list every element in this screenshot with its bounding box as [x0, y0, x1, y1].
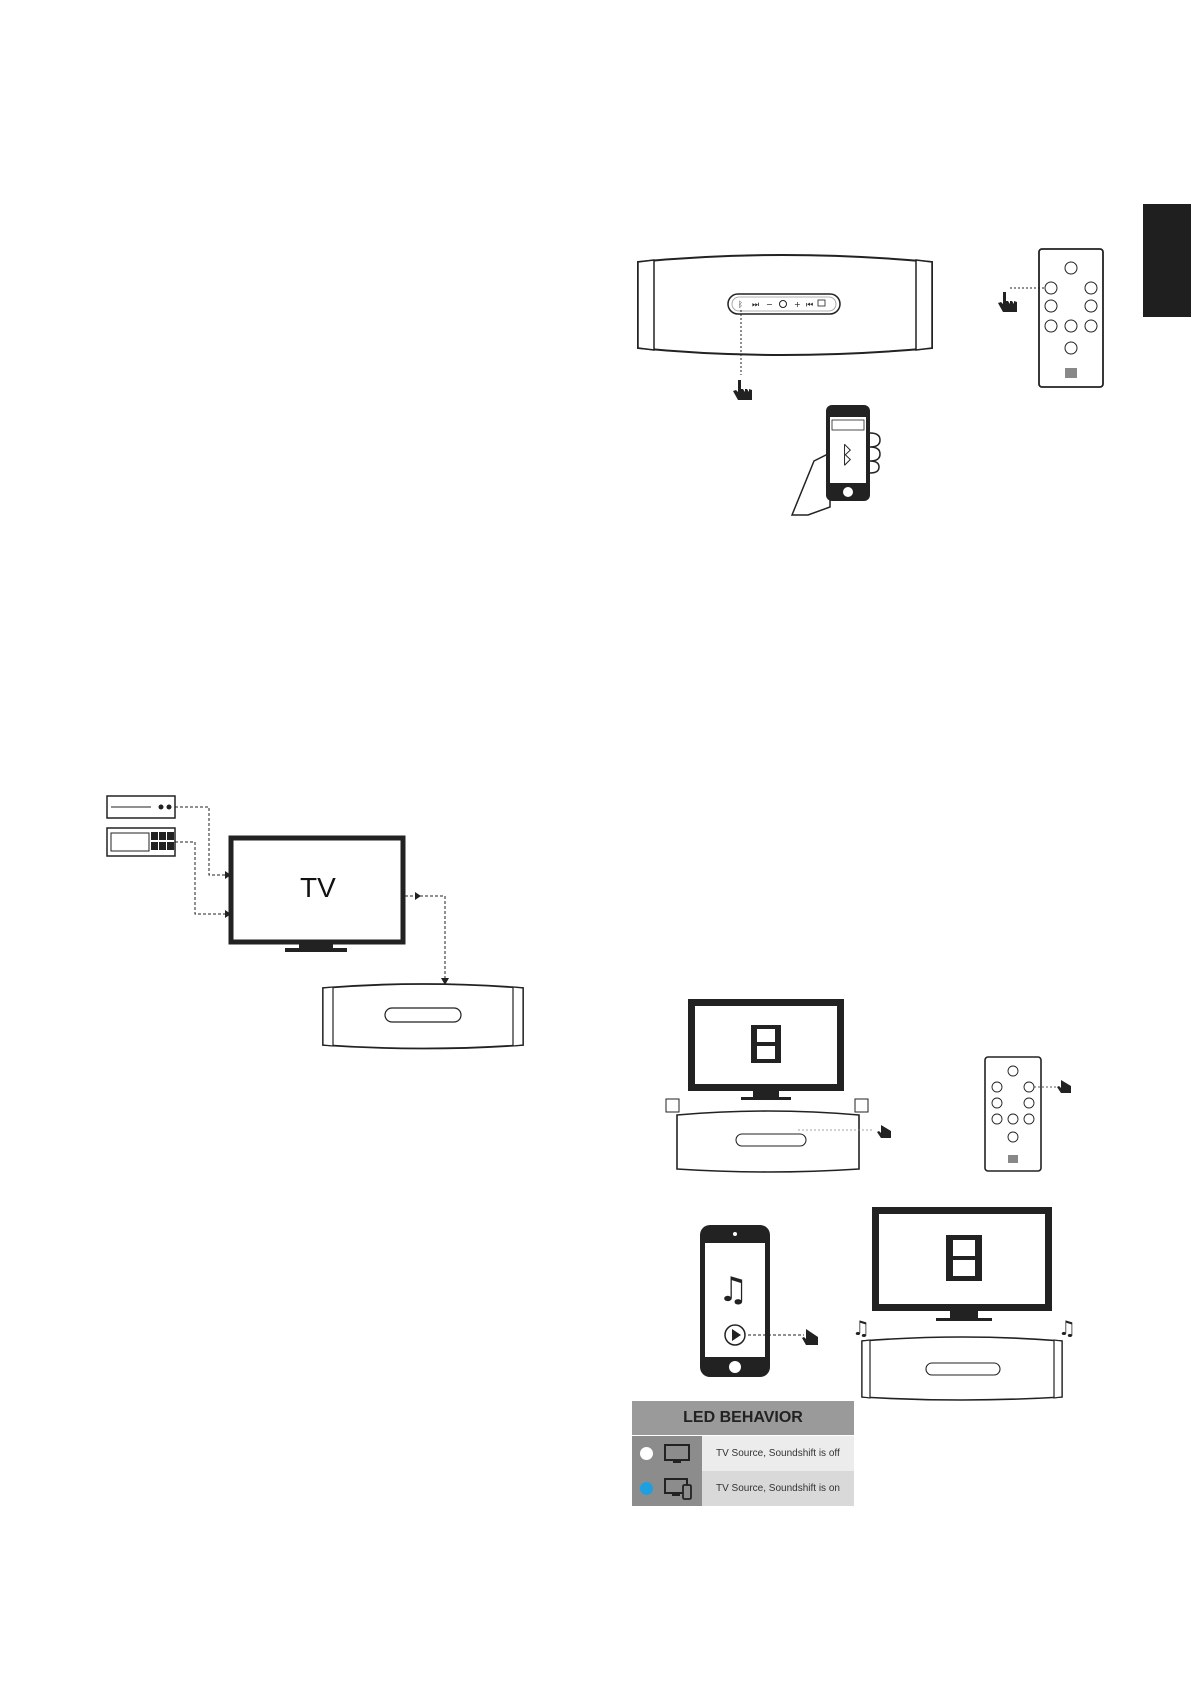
- led-blue-indicator: [640, 1482, 653, 1495]
- phone-music-soundshift-illustration: ♫ ♫ ♫: [700, 1205, 1100, 1400]
- svg-text:+: +: [794, 300, 801, 309]
- led-row-text: TV Source, Soundshift is off: [716, 1436, 840, 1471]
- remote-control-top: [1038, 248, 1104, 388]
- tv-and-phone-icon: [664, 1478, 692, 1500]
- led-row-tv-soundshift-on: TV Source, Soundshift is on: [632, 1471, 854, 1506]
- led-white-indicator: [640, 1447, 653, 1460]
- svg-text:ᛒ: ᛒ: [738, 300, 743, 309]
- tv-connection-diagram: TV: [105, 790, 525, 1050]
- phone-bluetooth-illustration: ᛒ: [790, 403, 900, 519]
- led-row-tv-soundshift-off: TV Source, Soundshift is off: [632, 1436, 854, 1471]
- svg-text:−: −: [766, 300, 773, 309]
- led-behavior-title: LED BEHAVIOR: [632, 1401, 854, 1435]
- hand-press-icon: [730, 378, 756, 404]
- led-row-text: TV Source, Soundshift is on: [716, 1471, 840, 1506]
- svg-text:⏭: ⏭: [752, 300, 759, 309]
- music-note-icon: ♫: [718, 1270, 748, 1310]
- language-tab-marker: [1143, 204, 1191, 317]
- tv-icon: [664, 1444, 690, 1464]
- hand-press-icon: [995, 290, 1021, 316]
- svg-text:⏮: ⏮: [806, 300, 813, 309]
- film-icon: [751, 1025, 781, 1063]
- tv-soundbar-remote-illustration: [663, 995, 1113, 1175]
- svg-text:♫: ♫: [1058, 1316, 1076, 1340]
- svg-text:♫: ♫: [852, 1316, 870, 1340]
- bluetooth-icon: ᛒ: [840, 441, 854, 469]
- tv-label: TV: [300, 872, 336, 903]
- soundbar-top-illustration: ᛒ ⏭− + ⏮: [630, 250, 940, 360]
- led-behavior-table: LED BEHAVIOR TV Source, Soundshift is of…: [632, 1401, 854, 1505]
